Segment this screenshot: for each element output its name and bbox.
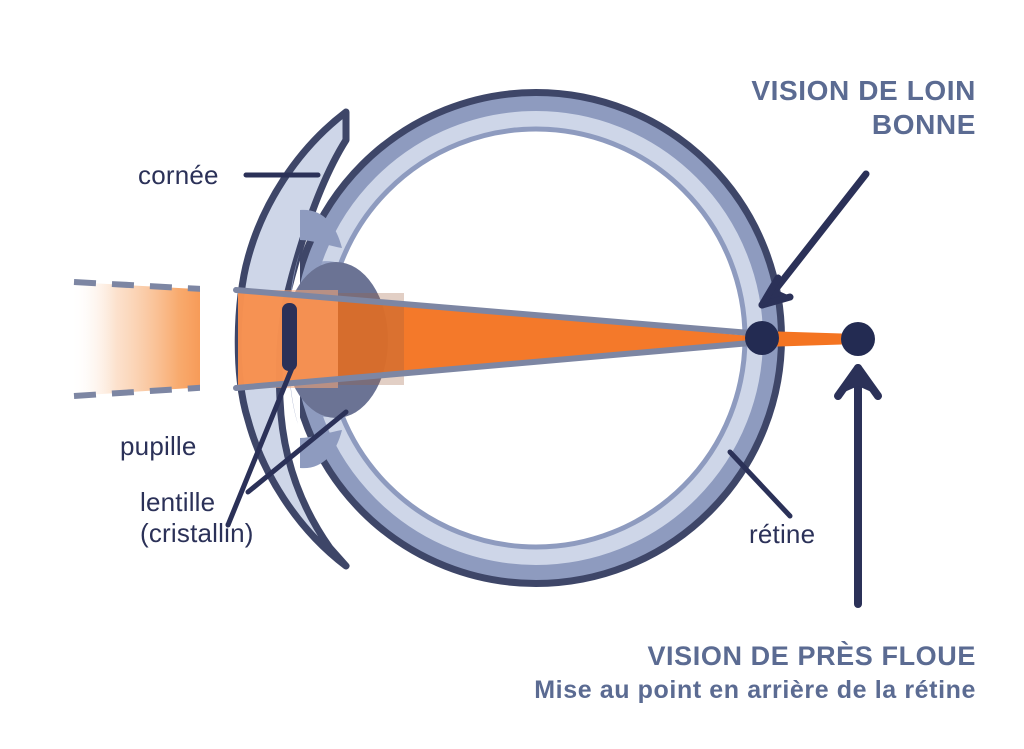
label-lens-line2: (cristallin) bbox=[140, 517, 254, 548]
light-beyond-retina bbox=[762, 331, 858, 347]
arrow-near-vision bbox=[834, 364, 882, 608]
cornea-body bbox=[234, 108, 350, 570]
leader-line-pupil bbox=[225, 365, 295, 528]
retina-image-point bbox=[745, 321, 779, 355]
ray-line-top bbox=[233, 287, 765, 337]
pupil bbox=[282, 303, 297, 371]
far-vision-heading-line2: BONNE bbox=[871, 108, 976, 140]
arrow-far-vision bbox=[758, 170, 870, 309]
label-lens-line1: lentille bbox=[140, 487, 216, 517]
leader-line-lens bbox=[245, 409, 349, 495]
far-vision-heading-line1: VISION DE LOIN bbox=[751, 75, 976, 106]
label-retina: rétine bbox=[749, 519, 816, 549]
near-vision-heading: VISION DE PRÈS FLOUE bbox=[647, 641, 976, 671]
near-vision-subtitle: Mise au point en arrière de la rétine bbox=[534, 676, 976, 704]
far-vision-heading: VISION DE LOIN BONNE bbox=[751, 74, 976, 141]
leader-line-retina bbox=[727, 449, 793, 519]
focal-point-behind-retina bbox=[841, 322, 875, 356]
refracted-light-cone bbox=[238, 290, 762, 388]
label-cornea: cornée bbox=[138, 160, 219, 190]
label-pupil: pupille bbox=[120, 431, 197, 461]
ray-line-bottom bbox=[233, 339, 765, 391]
ray-lines bbox=[233, 287, 765, 391]
label-lens: lentille (cristallin) bbox=[140, 487, 254, 548]
